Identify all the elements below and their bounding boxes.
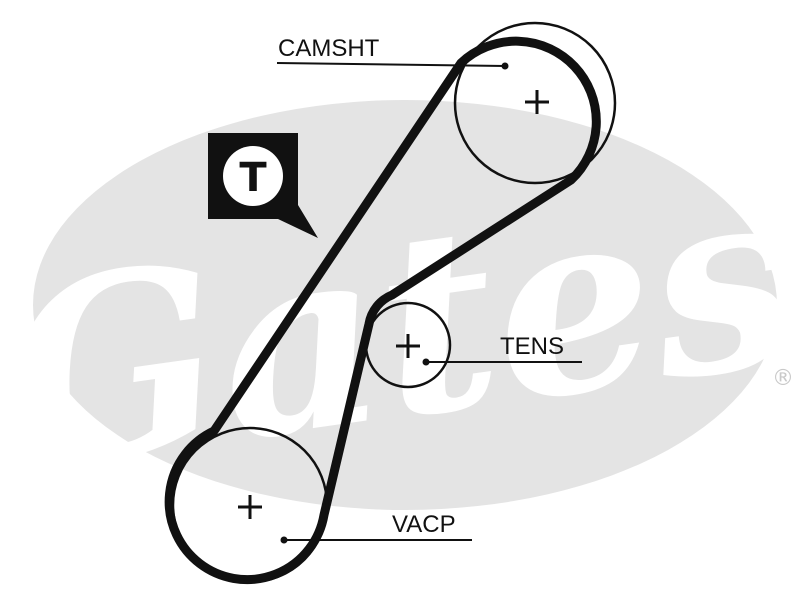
gates-watermark: Gates ® [0,100,800,528]
tensioner-label: TENS [500,333,564,360]
timing-flag-letter: T [239,155,267,201]
camshaft-leader [276,62,509,70]
plus-center-icon [525,90,549,114]
tensioner-pulley [364,301,452,389]
camshaft-pulley [453,21,617,185]
camshaft-label: CAMSHT [278,35,380,62]
registered-mark: ® [772,366,794,391]
tensioner-leader [422,358,582,366]
water-pump-leader [280,536,472,544]
water-pump-pulley [171,426,329,584]
timing-flag-icon: T [208,133,318,238]
water-pump-label: VACP [392,511,456,538]
plus-center-icon [238,495,262,519]
timing-belt [164,36,601,585]
plus-center-icon [396,334,420,358]
